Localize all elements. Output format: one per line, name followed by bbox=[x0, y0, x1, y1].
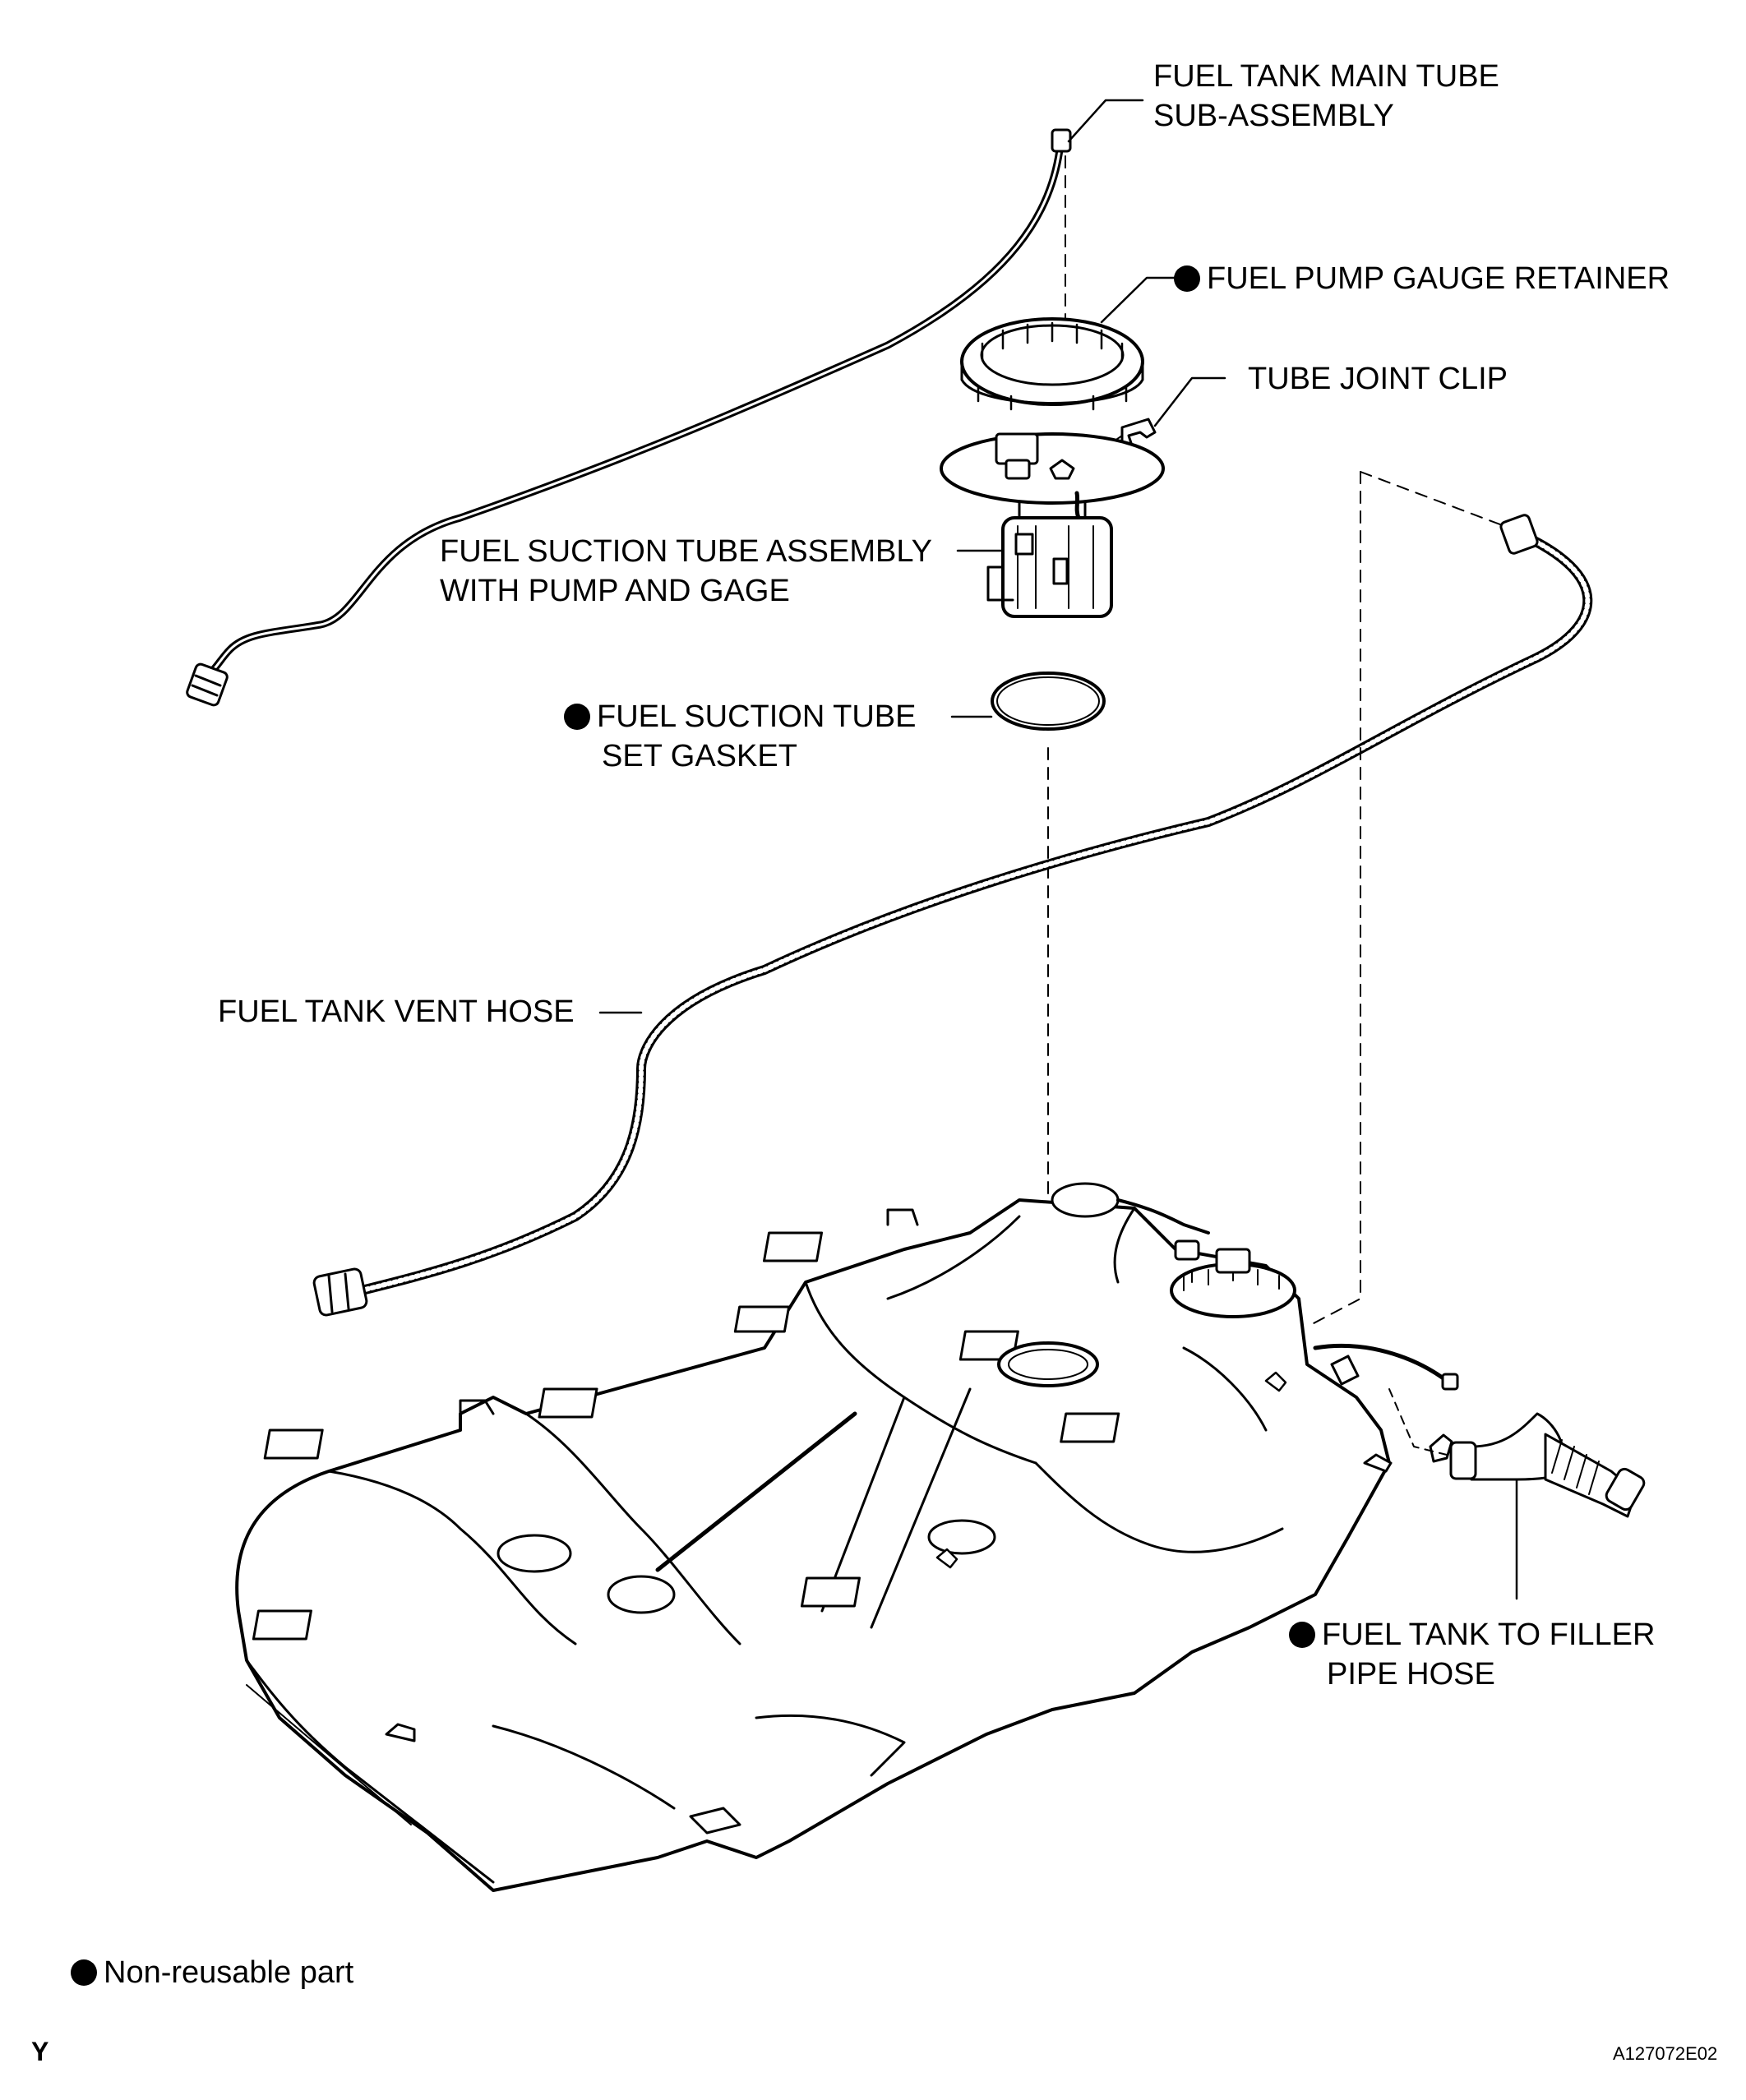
non-reusable-icon bbox=[71, 1959, 97, 1986]
fuel-tank-to-filler-pipe-hose bbox=[1429, 1412, 1646, 1518]
label-main-tube-line1: FUEL TANK MAIN TUBE bbox=[1153, 59, 1499, 94]
label-suction-line1: FUEL SUCTION TUBE ASSEMBLY bbox=[440, 534, 933, 569]
non-reusable-icon bbox=[1174, 265, 1200, 292]
fuel-tank-main-tube bbox=[186, 128, 1072, 707]
legend-text: Non-reusable part bbox=[104, 1955, 354, 1990]
label-vent-hose: FUEL TANK VENT HOSE bbox=[218, 995, 575, 1029]
label-filler-text: FUEL TANK TO FILLER bbox=[1322, 1618, 1656, 1652]
label-filler-hose-line2: PIPE HOSE bbox=[1327, 1657, 1495, 1692]
label-main-tube-line2: SUB-ASSEMBLY bbox=[1153, 99, 1394, 133]
legend: Non-reusable part bbox=[71, 1952, 353, 1993]
fuel-tank-vent-hose bbox=[312, 514, 1593, 1317]
vent-hose-axis-top bbox=[1360, 471, 1505, 527]
fuel-tank bbox=[235, 1182, 1459, 1892]
figure-code: A127072E02 bbox=[1613, 2043, 1718, 2064]
retainer-leader bbox=[1100, 276, 1177, 324]
corner-mark: Y bbox=[31, 2037, 49, 2066]
label-filler-hose-line1: FUEL TANK TO FILLER bbox=[1289, 1614, 1655, 1655]
vent-hose-end-connector-icon bbox=[1499, 514, 1539, 555]
vent-hose-axis bbox=[1313, 471, 1361, 1324]
vent-hose-quick-connector-icon bbox=[312, 1267, 368, 1317]
label-retainer-text: FUEL PUMP GAUGE RETAINER bbox=[1207, 261, 1670, 296]
fuel-suction-tube-assembly bbox=[940, 432, 1165, 618]
label-gasket-line1: FUEL SUCTION TUBE bbox=[564, 696, 917, 737]
main-tube-connector-icon bbox=[186, 662, 229, 707]
label-retainer: FUEL PUMP GAUGE RETAINER bbox=[1174, 258, 1670, 299]
filler-hose-axis bbox=[1388, 1388, 1448, 1456]
label-gasket-text: FUEL SUCTION TUBE bbox=[597, 699, 917, 734]
label-gasket-line2: SET GASKET bbox=[602, 739, 797, 773]
fuel-suction-tube-set-gasket bbox=[991, 672, 1106, 731]
main-tube-leader bbox=[1067, 99, 1144, 143]
clip-leader bbox=[1153, 376, 1226, 427]
non-reusable-icon bbox=[1289, 1622, 1315, 1648]
fuel-pump-gauge-retainer bbox=[960, 317, 1144, 411]
label-tube-joint-clip: TUBE JOINT CLIP bbox=[1248, 362, 1508, 396]
non-reusable-icon bbox=[564, 704, 590, 730]
label-suction-line2: WITH PUMP AND GAGE bbox=[440, 574, 790, 608]
